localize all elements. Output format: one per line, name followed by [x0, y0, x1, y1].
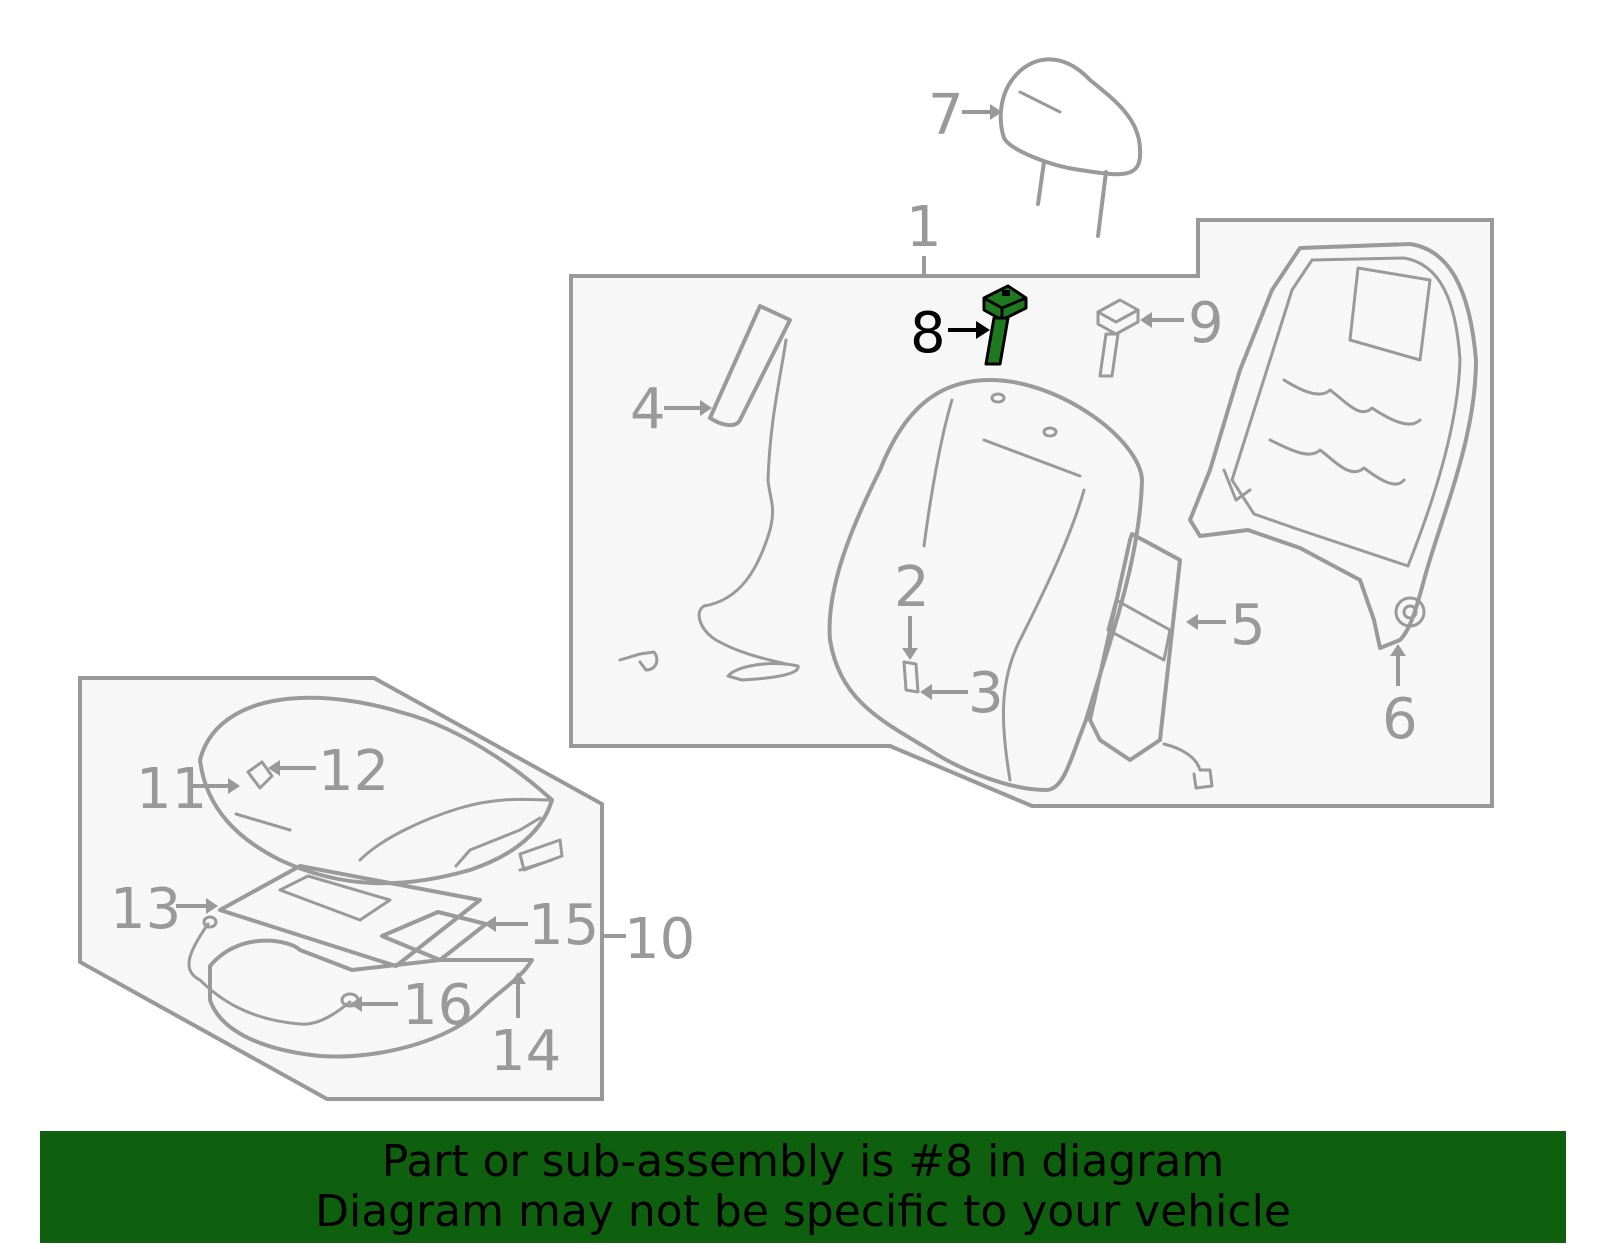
cushion-pad-drawing — [208, 938, 534, 1059]
back-board-drawing — [1088, 532, 1214, 790]
callout-9: 9 — [1188, 291, 1224, 356]
callout-10: 10 — [624, 907, 695, 972]
seat-back-assembly-panel — [569, 218, 1494, 808]
seat-back-frame-drawing — [1188, 242, 1478, 650]
callout-14: 14 — [490, 1019, 561, 1084]
callout-6: 6 — [1382, 687, 1418, 752]
callout-7: 7 — [928, 83, 964, 148]
callout-12: 12 — [318, 739, 389, 804]
leader-lines — [176, 104, 1406, 1018]
seat-back-cover-drawing — [827, 378, 1144, 792]
callout-11: 11 — [136, 757, 207, 822]
headrest-drawing — [998, 57, 1143, 238]
banner-line-part-number: Part or sub-assembly is #8 in diagram — [381, 1136, 1225, 1187]
callout-2: 2 — [894, 555, 930, 620]
callout-8-highlighted: 8 — [910, 301, 946, 366]
callout-15: 15 — [528, 893, 599, 958]
side-airbag-drawing — [618, 304, 800, 682]
callout-3: 3 — [968, 661, 1004, 726]
callout-5: 5 — [1230, 593, 1266, 658]
headrest-guide-9-drawing — [1096, 298, 1140, 378]
seat-cushion-drawing — [198, 695, 564, 886]
callout-13: 13 — [110, 877, 181, 942]
headrest-guide-highlighted — [982, 284, 1028, 366]
callout-16: 16 — [402, 973, 473, 1038]
callout-4: 4 — [630, 377, 666, 442]
banner-line-disclaimer: Diagram may not be specific to your vehi… — [315, 1186, 1291, 1237]
info-banner: Part or sub-assembly is #8 in diagram Di… — [40, 1131, 1566, 1243]
callout-1: 1 — [906, 195, 942, 260]
